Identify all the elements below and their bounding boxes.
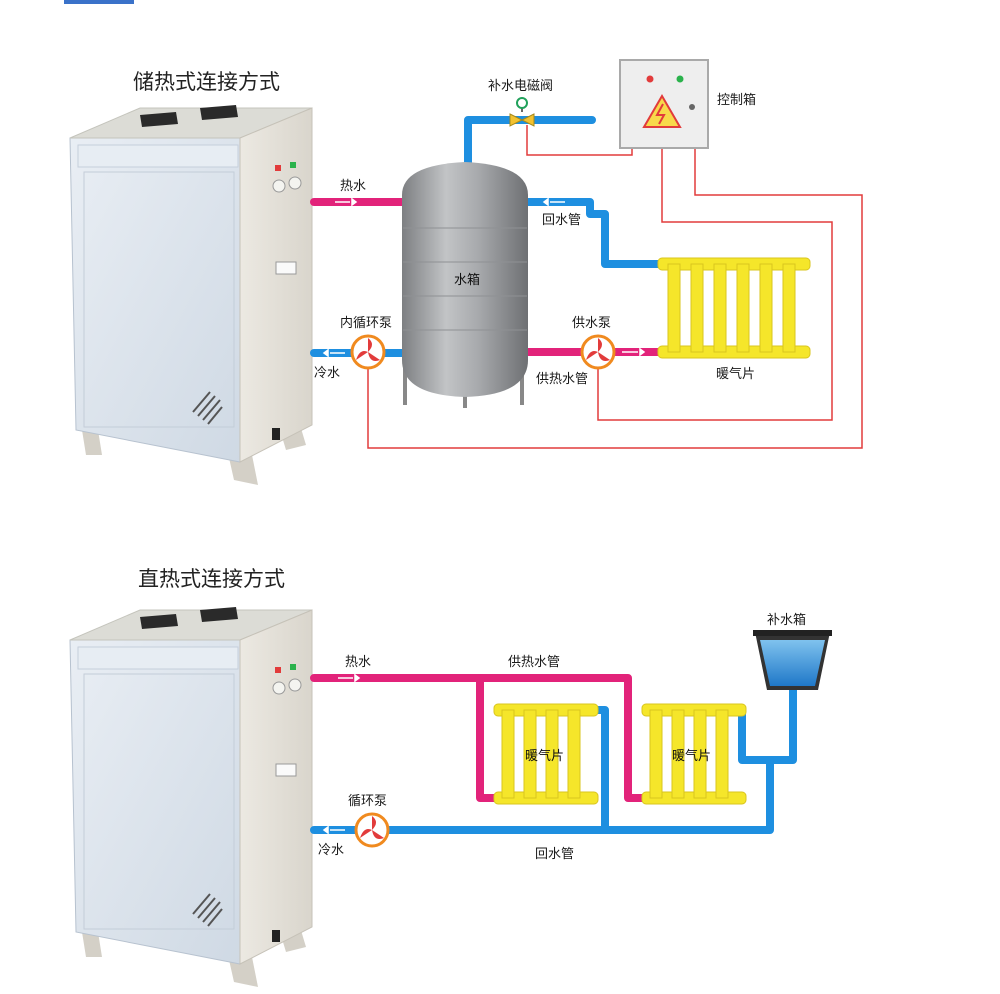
- label-cold-water-bottom: 冷水: [318, 843, 344, 858]
- radiator-top: [657, 257, 811, 359]
- label-circulation-pump: 循环泵: [348, 794, 387, 809]
- label-return-pipe-bottom: 回水管: [535, 847, 574, 862]
- label-radiator-bottom-2: 暖气片: [672, 748, 711, 764]
- control-wiring-top: [367, 125, 863, 449]
- pipes-bottom: [310, 674, 797, 834]
- flow-arrows-bottom: [322, 673, 361, 835]
- label-inner-pump: 内循环泵: [340, 315, 392, 331]
- boiler-unit-top: [69, 105, 313, 485]
- label-makeup-valve: 补水电磁阀: [488, 79, 553, 94]
- label-makeup-tank: 补水箱: [767, 612, 806, 628]
- header-bar: [64, 0, 134, 4]
- top-title: 储热式连接方式: [133, 70, 280, 94]
- radiator-bottom-2: [641, 703, 747, 805]
- makeup-solenoid-valve: [509, 97, 535, 127]
- label-return-pipe-top: 回水管: [542, 213, 581, 228]
- bottom-title: 直热式连接方式: [138, 567, 285, 591]
- label-hot-water-top: 热水: [340, 179, 366, 194]
- flow-arrows-top: [322, 197, 646, 358]
- label-radiator-top: 暖气片: [716, 366, 755, 382]
- boiler-unit-bottom: [69, 607, 313, 987]
- label-heat-supply-pipe-bottom: 供热水管: [508, 655, 560, 670]
- control-box: [619, 59, 709, 149]
- inner-circulation-pump: [350, 334, 386, 370]
- label-control-box: 控制箱: [717, 92, 756, 108]
- label-heat-supply-pipe-top: 供热水管: [536, 372, 588, 387]
- water-tank: [402, 162, 528, 408]
- label-hot-water-bottom: 热水: [345, 655, 371, 670]
- label-supply-pump: 供水泵: [572, 316, 611, 331]
- makeup-water-tank: [753, 630, 832, 690]
- label-tank: 水箱: [454, 272, 480, 288]
- supply-pump: [580, 334, 616, 370]
- circulation-pump: [354, 812, 390, 848]
- label-radiator-bottom-1: 暖气片: [525, 748, 564, 764]
- label-cold-water-top: 冷水: [314, 366, 340, 381]
- radiator-bottom-1: [493, 703, 599, 805]
